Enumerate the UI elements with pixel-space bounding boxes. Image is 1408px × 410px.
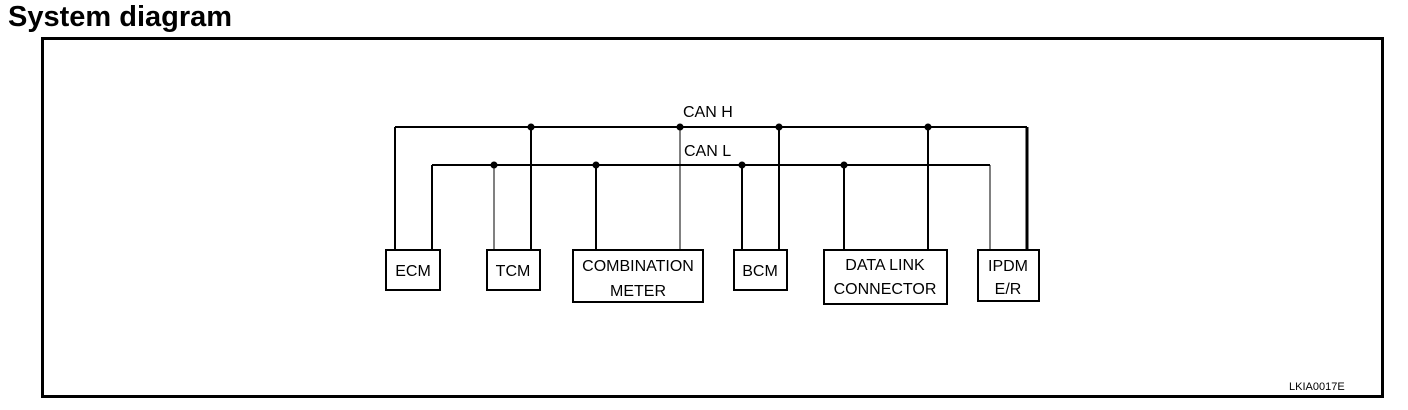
page-title: System diagram <box>8 1 233 33</box>
combination-meter-label-line-2: METER <box>610 283 666 300</box>
ecm-module: ECM <box>385 249 441 291</box>
tcm-label: TCM <box>496 263 531 280</box>
can-l-junction-dot <box>490 161 498 169</box>
data-link-connector-module: DATA LINK CONNECTOR <box>823 249 948 305</box>
can-l-junction-dot <box>840 161 848 169</box>
tcm-module: TCM <box>486 249 541 291</box>
can-h-junction-dot <box>775 123 783 131</box>
can-l-junction-dot <box>592 161 600 169</box>
bcm-label: BCM <box>742 263 778 280</box>
can-l-label: CAN L <box>684 143 731 160</box>
ipdm-er-label-line-2: E/R <box>995 281 1022 298</box>
figure-code: LKIA0017E <box>1289 381 1345 393</box>
can-h-junction-dot <box>924 123 932 131</box>
can-h-label: CAN H <box>683 104 733 121</box>
bcm-module: BCM <box>733 249 788 291</box>
can-l-junction-dot <box>738 161 746 169</box>
data-link-connector-label-line-2: CONNECTOR <box>834 281 937 298</box>
diagram-frame <box>41 37 1384 398</box>
can-h-junction-dot <box>527 123 535 131</box>
can-h-junction-dot <box>676 123 684 131</box>
data-link-connector-label-line-1: DATA LINK <box>845 257 925 274</box>
ecm-label: ECM <box>395 263 431 280</box>
combination-meter-label-line-1: COMBINATION <box>582 258 694 275</box>
ipdm-er-label-line-1: IPDM <box>988 258 1028 275</box>
combination-meter-module: COMBINATION METER <box>572 249 704 303</box>
ipdm-er-module: IPDM E/R <box>977 249 1040 302</box>
